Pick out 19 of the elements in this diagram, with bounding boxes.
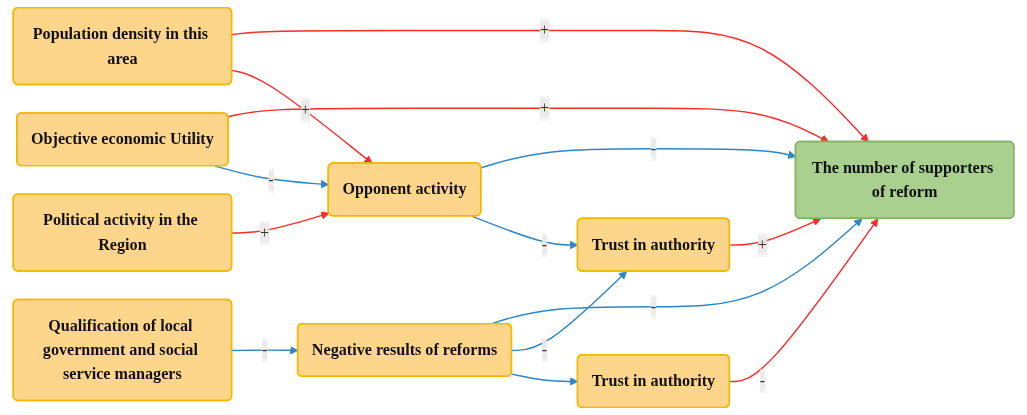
edge-label: + [539, 98, 550, 117]
edge-label: - [650, 139, 657, 158]
edge-label: - [541, 340, 548, 359]
arrow [227, 107, 830, 143]
arrow [231, 211, 330, 234]
edge-label: - [541, 235, 548, 254]
edge-label: + [300, 100, 310, 119]
edge-label: - [650, 297, 657, 316]
arrow [231, 69, 373, 164]
arrow [729, 218, 879, 383]
edge-label: + [539, 21, 550, 40]
edge-label: + [757, 235, 767, 254]
arrow [729, 218, 822, 246]
edge-label: - [261, 340, 268, 359]
edge-label: + [260, 223, 270, 242]
arrow [231, 29, 869, 143]
edge-label: - [268, 171, 274, 190]
arrow [511, 271, 628, 352]
edge-label: - [759, 371, 766, 390]
